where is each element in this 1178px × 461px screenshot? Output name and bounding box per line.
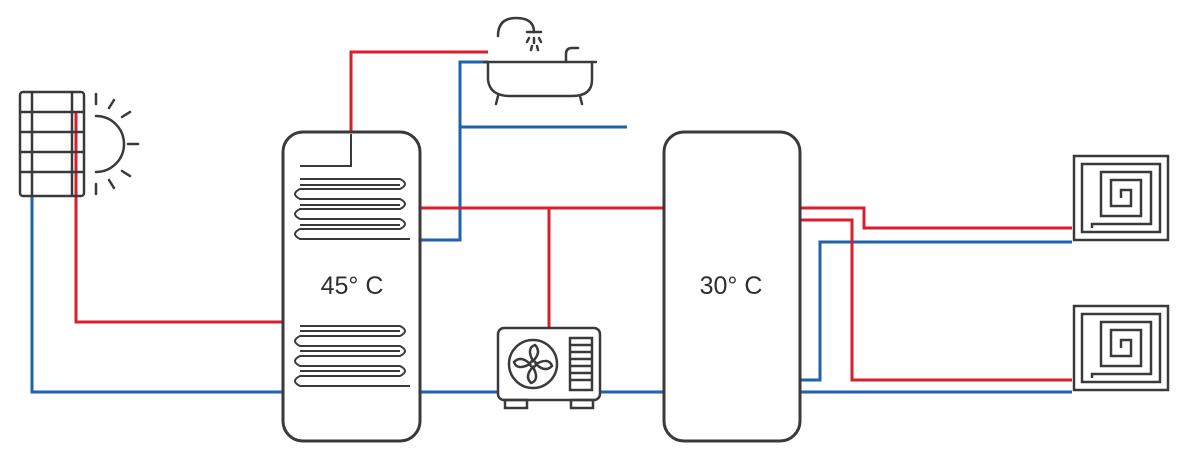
hot-water-to-bath-pipe xyxy=(349,50,488,132)
heat-pump-outdoor-unit-icon xyxy=(496,326,602,410)
sun-icon xyxy=(94,92,140,196)
floor-loop-2-flow-pipe xyxy=(800,218,1072,382)
dhw-internal-pipe xyxy=(300,134,352,167)
buffer-tank-temperature: 30° C xyxy=(700,272,763,300)
floor-loop-1-flow-pipe xyxy=(800,206,1072,230)
dhw-coil-return-pipe xyxy=(420,60,488,242)
underfloor-heating-loop-icon xyxy=(1072,154,1170,242)
floor-loop-1-return-pipe xyxy=(800,240,1072,382)
vent-grille-icon xyxy=(568,336,594,392)
dhw-tank: 45° C xyxy=(281,130,422,443)
lower-coil-icon xyxy=(294,325,410,387)
solar-return-pipe xyxy=(30,196,283,394)
cold-pipes xyxy=(30,60,1072,394)
solar-flow-pipe xyxy=(74,112,283,324)
buffer-tank: 30° C xyxy=(662,130,802,443)
buffer-tank-body xyxy=(662,130,802,443)
solar-collector-icon xyxy=(18,90,86,198)
hot-pipes xyxy=(74,50,1072,382)
dhw-tank-temperature: 45° C xyxy=(321,272,384,300)
bathtub-icon xyxy=(482,16,598,106)
fan-icon xyxy=(507,338,559,390)
underfloor-heating-loop-icon xyxy=(1072,304,1170,392)
upper-coil-icon xyxy=(294,178,410,240)
